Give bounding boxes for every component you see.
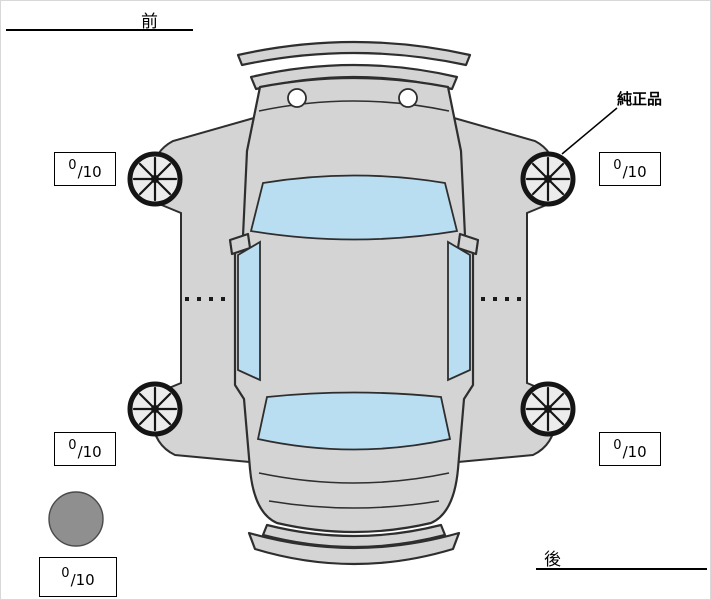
trunk-seam-lower (268, 500, 440, 509)
left-side-window (237, 240, 261, 382)
tread-depth-spare: 0/10 (39, 557, 117, 597)
tread-value: 0 (61, 565, 70, 581)
tread-value: 0 (68, 437, 77, 453)
trunk-seam-upper (258, 472, 450, 484)
wheel-front-left-icon (130, 154, 180, 204)
tread-depth-front-right: 0/10 (599, 152, 661, 186)
front-label: 前 (141, 12, 158, 32)
tread-depth-rear-left: 0/10 (54, 432, 116, 466)
rear-underline (536, 568, 707, 570)
hood-circle-left (287, 88, 307, 108)
spare-tire-icon (48, 491, 104, 547)
left-mirror (228, 232, 252, 256)
tread-max: /10 (77, 442, 102, 461)
wheel-rear-left-icon (130, 384, 180, 434)
tread-max: /10 (622, 162, 647, 181)
right-mirror (456, 232, 480, 256)
rear-bumper-inner (261, 523, 447, 549)
wheel-rear-right-icon (523, 384, 573, 434)
right-side-panel (446, 114, 557, 465)
wheel-front-right-icon (523, 154, 573, 204)
left-side-panel (151, 114, 262, 465)
tread-value: 0 (68, 157, 77, 173)
tread-value: 0 (613, 157, 622, 173)
rear-window (256, 391, 452, 451)
tread-max: /10 (70, 570, 95, 589)
rear-label: 後 (544, 550, 561, 570)
front-underline (6, 29, 193, 31)
genuine-part-pointer-line (561, 107, 618, 155)
genuine-part-label: 純正品 (617, 90, 663, 108)
tread-depth-rear-right: 0/10 (599, 432, 661, 466)
hood-circle-right (398, 88, 418, 108)
car-body (233, 76, 475, 534)
tread-depth-front-left: 0/10 (54, 152, 116, 186)
windshield (249, 174, 459, 241)
hood-seam (258, 100, 450, 112)
tread-max: /10 (77, 162, 102, 181)
right-side-window (447, 240, 471, 382)
front-spoiler-strip (236, 40, 472, 67)
rear-bumper-outer (247, 531, 461, 566)
tread-max: /10 (622, 442, 647, 461)
tread-value: 0 (613, 437, 622, 453)
